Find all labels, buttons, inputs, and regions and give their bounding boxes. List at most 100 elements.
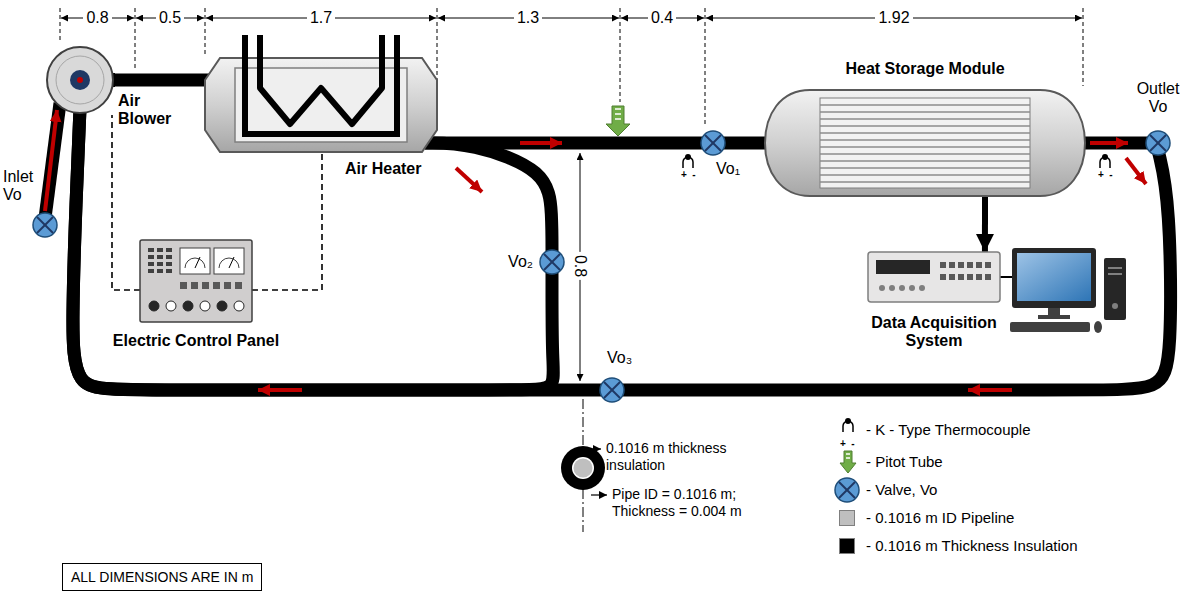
dimension-value: 1.7 bbox=[307, 9, 335, 27]
data-acquisition-unit bbox=[976, 262, 982, 268]
extension-line bbox=[135, 8, 136, 70]
heat-storage-module bbox=[820, 118, 1030, 120]
thermocouple bbox=[1100, 154, 1110, 168]
dimension-value: 0.8 bbox=[571, 252, 589, 280]
flow-arrow bbox=[258, 388, 302, 392]
air-blower bbox=[45, 45, 115, 115]
valve-symbol: Outlet Vo bbox=[1145, 130, 1171, 156]
computer bbox=[1038, 315, 1070, 319]
computer bbox=[1104, 258, 1126, 320]
control-panel bbox=[214, 248, 244, 274]
valve-symbol bbox=[701, 131, 725, 155]
data-acquisition-unit bbox=[889, 285, 895, 291]
air-heater bbox=[245, 35, 397, 134]
data-acquisition-unit bbox=[985, 262, 991, 268]
component-label: Electric Control Panel bbox=[104, 332, 288, 350]
valve-symbol bbox=[1150, 135, 1166, 151]
valve-symbol bbox=[544, 254, 560, 270]
control-panel: Electric Control Panel bbox=[140, 240, 252, 322]
data-acquisition-unit bbox=[949, 274, 955, 280]
heat-storage-module bbox=[820, 146, 1030, 148]
extension-line bbox=[205, 8, 206, 55]
dimension-value: 0.5 bbox=[156, 9, 184, 27]
heat-storage-module: Heat Storage Module bbox=[765, 90, 1085, 196]
valve-symbol bbox=[604, 382, 620, 398]
legend-text: - Pitot Tube bbox=[866, 451, 943, 473]
valve-symbol bbox=[705, 135, 721, 151]
heat-storage-module bbox=[820, 153, 1030, 155]
leader-line bbox=[583, 449, 607, 495]
dimension-value: 1.92 bbox=[875, 9, 912, 27]
control-panel bbox=[166, 262, 172, 266]
extension-line bbox=[60, 8, 61, 42]
data-acquisition-unit bbox=[940, 274, 946, 280]
control-wire bbox=[252, 152, 322, 290]
data-acquisition-unit bbox=[967, 262, 973, 268]
heat-storage-module bbox=[820, 132, 1030, 134]
note-box: ALL DIMENSIONS ARE IN m bbox=[62, 563, 262, 591]
legend-swatch bbox=[839, 538, 855, 554]
pipe-cross-section bbox=[572, 457, 594, 479]
air-blower bbox=[47, 47, 113, 113]
valve-symbol: Vo₁ bbox=[700, 130, 726, 156]
control-panel bbox=[229, 257, 234, 268]
component-label: Air Blower bbox=[118, 92, 180, 128]
legend-symbol bbox=[839, 482, 855, 498]
legend-symbol bbox=[840, 451, 856, 473]
dimension-value: 0.8 bbox=[83, 9, 111, 27]
legend-symbol bbox=[836, 479, 858, 501]
control-panel bbox=[191, 282, 198, 289]
control-panel bbox=[200, 301, 210, 311]
computer bbox=[1048, 308, 1060, 316]
legend-text: - K - Type Thermocouple bbox=[866, 419, 1031, 441]
computer bbox=[1012, 248, 1096, 308]
valve-symbol bbox=[600, 378, 624, 402]
flow-arrow bbox=[968, 388, 1012, 392]
data-acquisition-unit bbox=[899, 285, 905, 291]
heat-storage-module bbox=[820, 139, 1030, 141]
pipe-cross-section bbox=[561, 446, 605, 490]
flow-arrow bbox=[520, 141, 562, 145]
dimension-value: 0.4 bbox=[648, 9, 676, 27]
data-acquisition-unit bbox=[909, 285, 915, 291]
valve-symbol bbox=[37, 217, 53, 233]
valve-symbol bbox=[599, 377, 625, 403]
control-panel bbox=[148, 248, 154, 252]
valve-symbol bbox=[1145, 130, 1171, 156]
extension-line bbox=[1083, 8, 1084, 86]
heat-storage-module bbox=[820, 174, 1030, 176]
computer bbox=[1094, 321, 1102, 333]
legend-swatch bbox=[839, 510, 855, 526]
flow-arrow bbox=[45, 110, 57, 211]
dimension-value: 1.3 bbox=[514, 9, 542, 27]
legend-symbol bbox=[835, 478, 859, 502]
valve-symbol: Inlet Vo bbox=[32, 212, 58, 238]
control-panel bbox=[140, 240, 252, 322]
control-panel bbox=[183, 301, 193, 311]
control-panel bbox=[149, 301, 159, 311]
heat-storage-module bbox=[765, 90, 1085, 196]
computer bbox=[1010, 248, 1126, 333]
air-heater bbox=[205, 58, 437, 152]
heat-storage-module bbox=[820, 181, 1030, 183]
legend-row: - 0.1016 m ID Pipeline bbox=[836, 507, 1136, 529]
data-acquisition-unit bbox=[967, 274, 973, 280]
pipe-line bbox=[720, 137, 767, 150]
legend-text: - Valve, Vo bbox=[866, 479, 937, 501]
control-panel bbox=[213, 282, 220, 289]
control-panel bbox=[157, 262, 163, 266]
heat-storage-module bbox=[820, 160, 1030, 162]
air-blower bbox=[56, 56, 104, 104]
computer bbox=[1112, 303, 1118, 309]
legend-symbol bbox=[836, 419, 858, 441]
computer bbox=[1017, 253, 1091, 301]
control-panel bbox=[166, 301, 176, 311]
thermocouple bbox=[683, 157, 693, 168]
polarity-sign: + bbox=[1098, 168, 1104, 181]
data-acquisition-unit bbox=[958, 262, 964, 268]
pitot-tube bbox=[606, 106, 630, 136]
control-panel bbox=[157, 248, 163, 252]
valve-symbol bbox=[705, 135, 721, 151]
legend-row: - K - Type Thermocouple bbox=[836, 419, 1136, 441]
heat-storage-module bbox=[765, 90, 1085, 196]
